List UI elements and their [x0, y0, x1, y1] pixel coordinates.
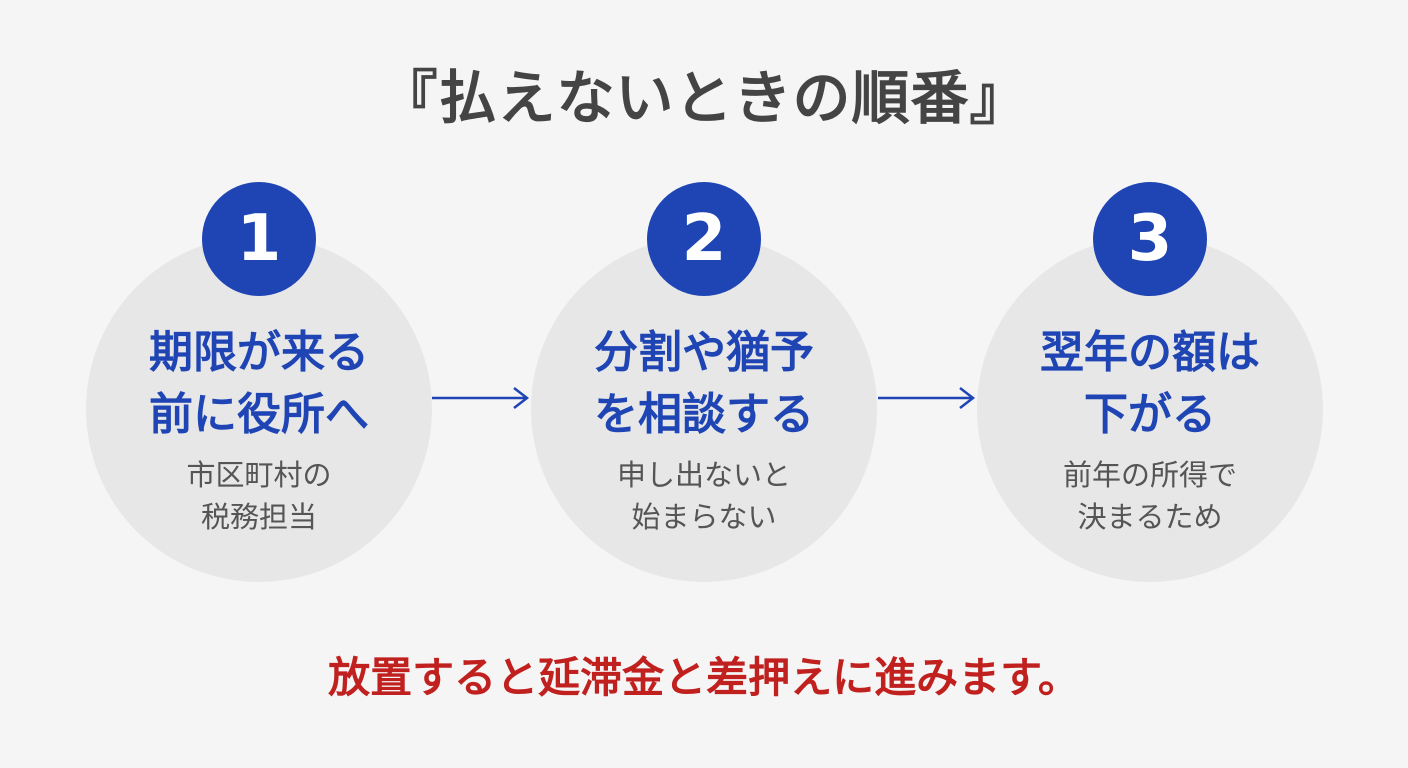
- step-heading-line: 期限が来る: [149, 327, 369, 378]
- step-heading: 翌年の額は 下がる: [977, 322, 1323, 446]
- step-note-line: 税務担当: [200, 500, 317, 534]
- step-note: 市区町村の 税務担当: [86, 454, 432, 538]
- step-number-badge: 3: [1093, 182, 1207, 296]
- step-heading: 分割や猶予 を相談する: [531, 322, 877, 446]
- step-number-badge: 2: [647, 182, 761, 296]
- step-note: 前年の所得で 決まるため: [977, 454, 1323, 538]
- step-1: 1 期限が来る 前に役所へ 市区町村の 税務担当: [86, 182, 432, 582]
- step-2: 2 分割や猶予 を相談する 申し出ないと 始まらない: [531, 182, 877, 582]
- step-heading-line: 下がる: [1084, 389, 1216, 440]
- arrow-right-icon: [878, 387, 976, 409]
- step-heading: 期限が来る 前に役所へ: [86, 322, 432, 446]
- step-3: 3 翌年の額は 下がる 前年の所得で 決まるため: [977, 182, 1323, 582]
- warning-message: 放置すると延滞金と差押えに進みます。: [328, 653, 1080, 702]
- step-note-line: 始まらない: [631, 500, 777, 534]
- step-number-badge: 1: [202, 182, 316, 296]
- step-note-line: 市区町村の: [186, 458, 332, 492]
- step-note: 申し出ないと 始まらない: [531, 454, 877, 538]
- step-heading-line: 翌年の額は: [1040, 327, 1260, 378]
- arrow-right-icon: [432, 387, 530, 409]
- step-note-line: 前年の所得で: [1062, 458, 1237, 492]
- page-title: 『払えないときの順番』: [379, 64, 1029, 132]
- step-note-line: 申し出ないと: [616, 458, 791, 492]
- step-heading-line: 前に役所へ: [149, 389, 369, 440]
- step-note-line: 決まるため: [1077, 500, 1223, 534]
- step-heading-line: を相談する: [594, 389, 814, 440]
- step-heading-line: 分割や猶予: [594, 327, 814, 378]
